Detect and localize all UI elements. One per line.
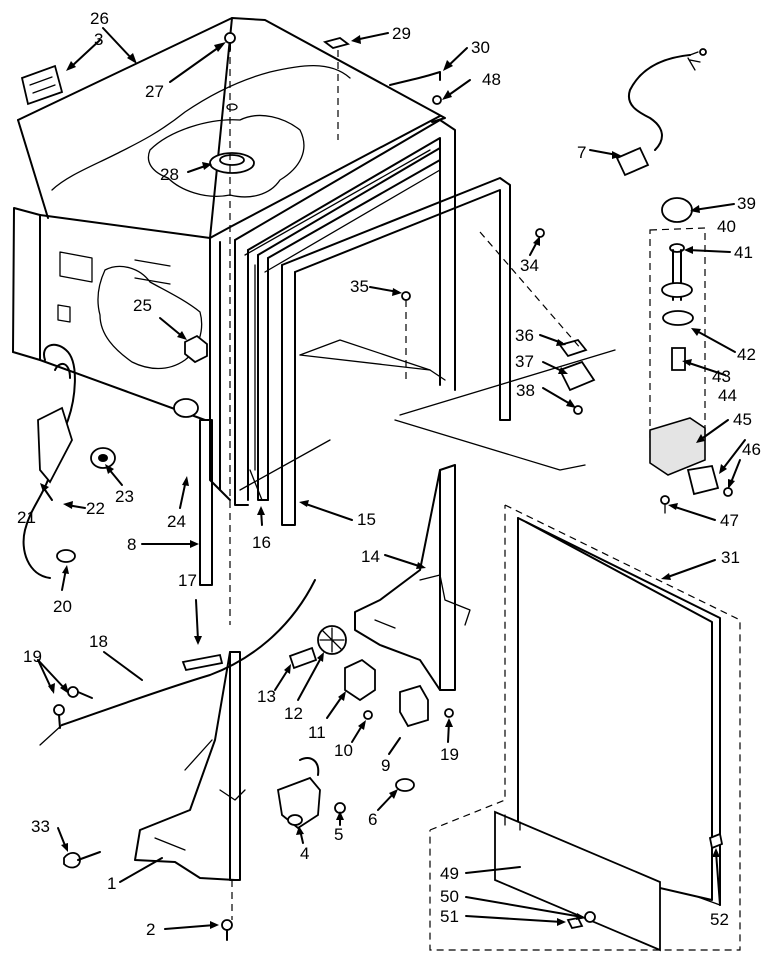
callout-1: 1 [107, 874, 116, 893]
top-hardware [20, 37, 707, 415]
leader-lines [37, 27, 746, 930]
motor-assembly [649, 197, 733, 514]
callout-19-right: 19 [440, 745, 459, 764]
callout-13: 13 [257, 687, 276, 706]
callout-43: 43 [712, 367, 731, 386]
callout-22: 22 [86, 499, 105, 518]
callout-39: 39 [737, 194, 756, 213]
callout-23: 23 [115, 487, 134, 506]
callout-50: 50 [440, 887, 459, 906]
callout-28: 28 [160, 165, 179, 184]
callout-47: 47 [720, 511, 739, 530]
callout-35: 35 [350, 277, 369, 296]
door-hinge-bracket [354, 464, 471, 691]
callout-29: 29 [392, 24, 411, 43]
callout-31: 31 [721, 548, 740, 567]
callout-12: 12 [284, 704, 303, 723]
callout-41: 41 [734, 243, 753, 262]
callout-51: 51 [440, 907, 459, 926]
door-gasket-frames [234, 119, 511, 526]
callout-52: 52 [710, 910, 729, 929]
callout-46: 46 [742, 440, 761, 459]
callout-6: 6 [368, 810, 377, 829]
callout-2: 2 [146, 920, 155, 939]
tub-assembly [12, 17, 616, 501]
callout-16: 16 [252, 533, 271, 552]
callout-49: 49 [440, 864, 459, 883]
callout-9: 9 [381, 756, 390, 775]
callout-4: 4 [300, 844, 309, 863]
callout-8: 8 [127, 535, 136, 554]
callout-40: 40 [717, 217, 736, 236]
callout-3: 3 [94, 30, 103, 49]
callout-34: 34 [520, 256, 539, 275]
callout-42: 42 [737, 345, 756, 364]
callout-30: 30 [471, 38, 490, 57]
callout-17: 17 [178, 571, 197, 590]
callout-38: 38 [516, 381, 535, 400]
callout-27: 27 [145, 82, 164, 101]
callout-11: 11 [308, 723, 326, 742]
callout-44: 44 [718, 386, 737, 405]
callout-21: 21 [17, 508, 36, 527]
callout-18: 18 [89, 632, 108, 651]
front-frame-bracket [134, 32, 246, 941]
callout-10: 10 [334, 741, 353, 760]
callout-labels: 26 3 27 28 29 30 48 7 39 40 41 34 35 36 … [17, 9, 761, 939]
center-components [276, 625, 454, 830]
callout-14: 14 [361, 547, 380, 566]
callout-36: 36 [515, 326, 534, 345]
callout-19-left: 19 [23, 647, 42, 666]
drain-hose-assembly [22, 334, 316, 869]
callout-33: 33 [31, 817, 50, 836]
callout-20: 20 [53, 597, 72, 616]
callout-45: 45 [733, 410, 752, 429]
callout-5: 5 [334, 825, 343, 844]
callout-24: 24 [167, 512, 186, 531]
callout-26: 26 [90, 9, 109, 28]
outer-door-panel [429, 504, 741, 952]
callout-7: 7 [577, 143, 586, 162]
callout-25: 25 [133, 296, 152, 315]
callout-37: 37 [515, 352, 534, 371]
callout-48: 48 [482, 70, 501, 89]
callout-15: 15 [357, 510, 376, 529]
